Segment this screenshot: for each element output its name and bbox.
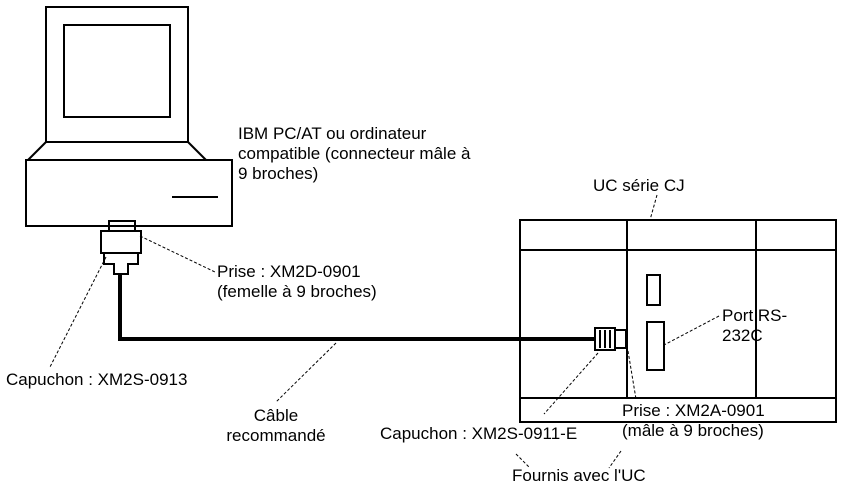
cpu-connector-plug	[614, 329, 627, 349]
connector-plug-body	[100, 230, 142, 254]
pc-label: IBM PC/AT ou ordinateur compatible (conn…	[238, 124, 471, 183]
cpu-label: UC série CJ	[593, 176, 685, 195]
rs232c-port	[646, 321, 665, 371]
leader-cpu	[649, 194, 658, 221]
leader-hood-cpu	[543, 352, 599, 415]
connector-hood	[103, 253, 139, 275]
supplied-bracket-left	[515, 453, 531, 469]
leader-plug-cpu	[627, 350, 637, 400]
recommended-cable	[118, 274, 595, 341]
monitor-screen	[63, 24, 171, 118]
monitor-frame	[45, 6, 189, 143]
hood-pc-label: Capuchon : XM2S-0913	[6, 370, 188, 389]
supplied-bracket-right	[608, 450, 622, 469]
cpu-connector-icon	[594, 327, 627, 351]
cpu-unit-icon	[519, 219, 837, 423]
monitor-base-left	[27, 141, 47, 161]
computer-icon	[25, 6, 233, 227]
pc-connector-icon	[100, 220, 142, 275]
port-label: Port RS- 232C	[722, 306, 788, 345]
leader-hood-pc	[49, 256, 107, 368]
leader-plug-pc	[139, 235, 216, 273]
cpu-housing	[519, 219, 837, 423]
supplied-label: Fournis avec l'UC	[512, 466, 646, 485]
leader-port	[663, 315, 720, 346]
plug-cpu-label: Prise : XM2A-0901 (mâle à 9 broches)	[622, 401, 765, 440]
cpu-indicator-slot	[646, 274, 661, 306]
cable-label: Câble recommandé	[226, 406, 326, 445]
leader-cable	[275, 342, 337, 403]
monitor-base-right	[187, 141, 207, 161]
hood-cpu-label: Capuchon : XM2S-0911-E	[380, 424, 578, 443]
computer-case	[25, 159, 233, 227]
plug-pc-label: Prise : XM2D-0901 (femelle à 9 broches)	[217, 262, 377, 301]
